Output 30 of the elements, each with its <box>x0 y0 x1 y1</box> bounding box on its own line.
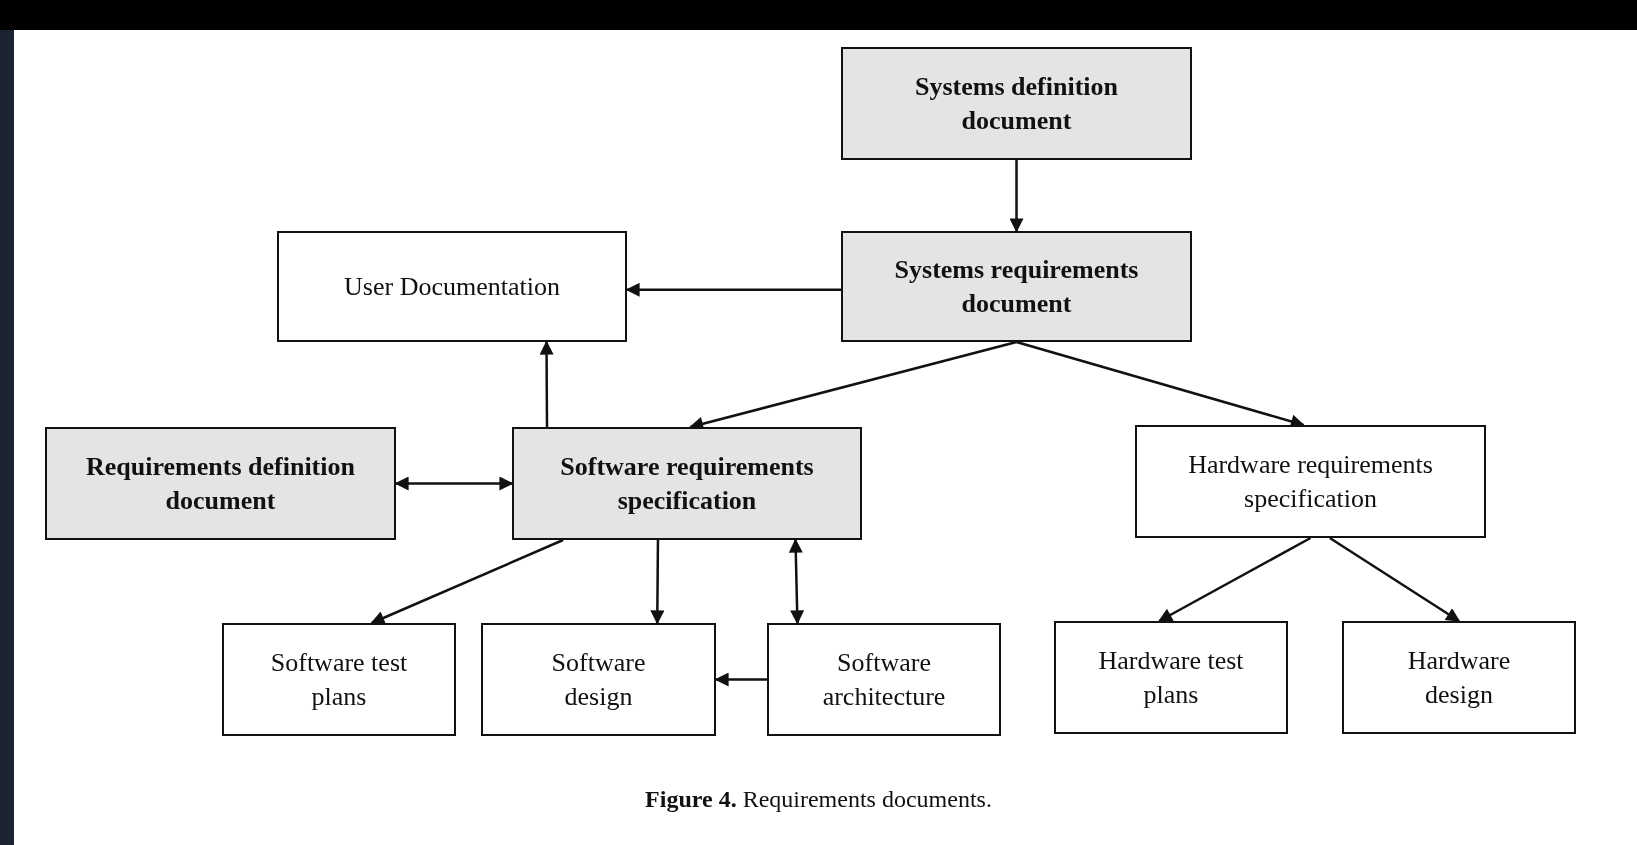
node-label: Software design <box>550 646 647 713</box>
process-box <box>1054 621 1288 734</box>
node-label: Software test plans <box>269 646 409 713</box>
process-box <box>767 623 1001 736</box>
arrow <box>1009 160 1024 233</box>
node-label: Hardware requirements specification <box>1187 448 1434 515</box>
figure-caption: Figure 4. Requirements documents. <box>645 786 992 813</box>
node-label: Systems requirements document <box>893 253 1140 320</box>
arrow <box>370 538 564 625</box>
arrow <box>788 538 805 625</box>
arrow <box>1329 536 1461 623</box>
arrow <box>539 340 554 427</box>
node-label: Hardware design <box>1406 644 1512 711</box>
document-box <box>512 427 862 540</box>
process-box <box>277 231 627 342</box>
node-label: Software requirements specification <box>559 450 815 517</box>
document-box <box>841 231 1192 342</box>
document-box <box>841 47 1192 160</box>
node-label: Systems definition document <box>914 70 1119 137</box>
process-box <box>481 623 716 736</box>
process-box <box>222 623 456 736</box>
process-box <box>1342 621 1576 734</box>
arrow <box>1158 536 1312 623</box>
node-label: Software architecture <box>821 646 947 713</box>
node-label: Hardware test plans <box>1097 644 1245 711</box>
process-box <box>1135 425 1486 538</box>
node-label: User Documentation <box>344 270 560 303</box>
node-label: Requirements definition document <box>85 450 356 517</box>
arrow <box>650 540 665 625</box>
document-box <box>45 427 396 540</box>
